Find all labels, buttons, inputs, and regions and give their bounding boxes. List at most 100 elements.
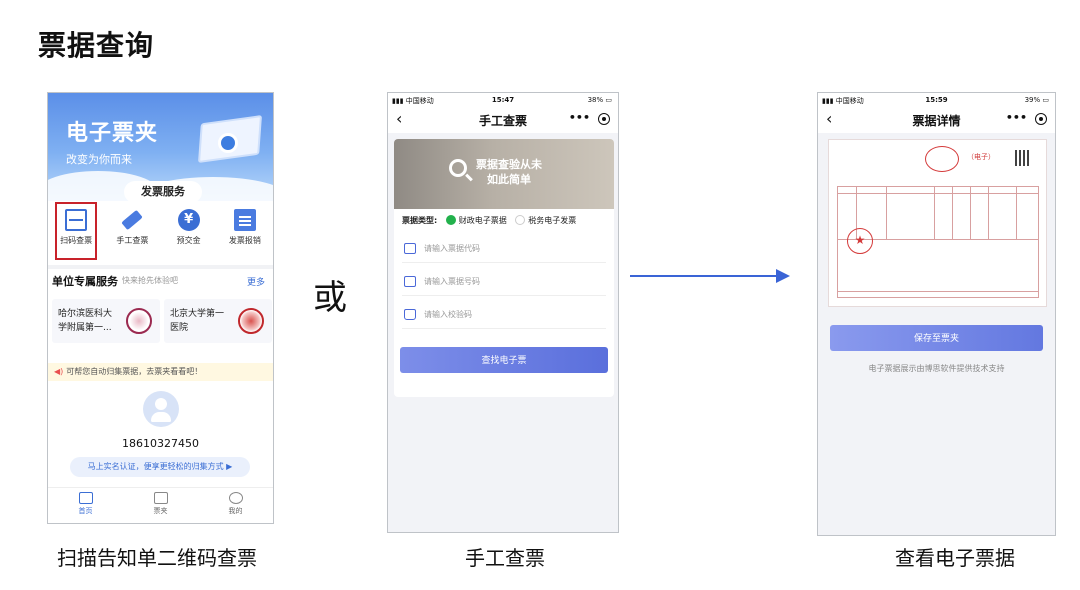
hero-text: 票据查验从未 如此简单	[476, 158, 542, 186]
more-link[interactable]: 更多	[246, 278, 265, 288]
qr-code-icon	[1015, 150, 1031, 166]
unit-name: 哈尔滨医科大学附属第一...	[58, 309, 113, 333]
hero-banner: 票据查验从未 如此简单	[394, 139, 614, 209]
invoice-table	[837, 186, 1039, 298]
unit-section-title: 单位专属服务	[52, 275, 118, 288]
status-bar: ▮▮▮ 中国移动 15:47 38% ▭	[388, 93, 618, 107]
close-target-icon[interactable]	[598, 113, 610, 125]
arrow-head-icon	[776, 269, 790, 283]
page-title: 票据查询	[38, 29, 155, 62]
tab-label: 首页	[78, 507, 93, 515]
table-line	[838, 193, 1038, 194]
phone-scan-screen: 电子票夹 改变为你而来 发票服务 扫码查票 手工查票 ¥ 预交金 发票报销 单位…	[47, 92, 274, 524]
notice-bar[interactable]: ◀)可帮您自动归集票据，去票夹看看吧！	[48, 363, 273, 381]
number-icon	[404, 276, 416, 287]
hospital-logo-icon	[126, 308, 152, 334]
section-title: 发票服务	[124, 181, 202, 203]
pen-icon	[121, 209, 144, 231]
phone-number: 18610327450	[122, 437, 199, 450]
unit-card[interactable]: 哈尔滨医科大学附属第一...	[52, 299, 160, 343]
tab-label: 我的	[228, 507, 243, 515]
document-icon	[233, 209, 256, 231]
highlight-box	[55, 202, 98, 260]
radio-checked-icon[interactable]	[445, 215, 456, 225]
battery: 39% ▭	[1024, 96, 1049, 104]
ticket-code-field[interactable]: 请输入票据代码	[402, 235, 606, 263]
realname-verify-button[interactable]: 马上实名认证，便享更轻松的归集方式 ▶	[70, 457, 250, 477]
type-option-fiscal[interactable]: 财政电子票据	[458, 216, 507, 225]
avatar[interactable]	[143, 391, 179, 427]
caption-scan: 扫描告知单二维码查票	[57, 546, 257, 570]
divider	[48, 265, 273, 269]
service-scan[interactable]: 扫码查票	[51, 202, 101, 263]
service-reimburse[interactable]: 发票报销	[220, 205, 270, 263]
nav-title: 手工查票	[478, 114, 527, 128]
table-line	[856, 187, 857, 239]
magnifier-icon	[449, 159, 467, 177]
tab-wallet[interactable]: 票夹	[141, 488, 181, 523]
tab-bar: 首页 票夹 我的	[48, 487, 273, 523]
scan-icon	[65, 209, 88, 231]
table-line	[838, 291, 1038, 292]
unit-name: 北京大学第一医院	[170, 309, 225, 333]
table-line	[886, 187, 887, 239]
caption-view: 查看电子票据	[895, 546, 1015, 570]
close-target-icon[interactable]	[1035, 113, 1047, 125]
status-time: 15:47	[491, 96, 515, 104]
banner-slogan: 改变为你而来	[66, 153, 132, 166]
caption-manual: 手工查票	[465, 546, 545, 570]
service-prepay[interactable]: ¥ 预交金	[164, 205, 214, 263]
wallet-icon	[153, 492, 168, 504]
tab-home[interactable]: 首页	[66, 488, 106, 523]
invoice-title: （电子）	[967, 153, 995, 161]
service-label: 预交金	[176, 236, 201, 245]
banner-title: 电子票夹	[66, 121, 159, 146]
service-label: 发票报销	[228, 236, 261, 245]
type-option-tax[interactable]: 税务电子发票	[528, 216, 577, 225]
tab-profile[interactable]: 我的	[216, 488, 256, 523]
service-manual[interactable]: 手工查票	[107, 205, 157, 263]
check-code-field[interactable]: 请输入校验码	[402, 301, 606, 329]
status-bar: ▮▮▮ 中国移动 15:59 39% ▭	[818, 93, 1055, 107]
query-card: 票据查验从未 如此简单 票据类型: 财政电子票据 税务电子发票 请输入票据代码 …	[394, 139, 614, 397]
search-ticket-button[interactable]: 查找电子票	[400, 347, 608, 373]
save-to-wallet-button[interactable]: 保存至票夹	[830, 325, 1043, 351]
battery: 38% ▭	[587, 96, 612, 104]
speaker-icon: ◀)	[54, 367, 64, 376]
nav-title: 票据详情	[912, 114, 961, 128]
code-icon	[404, 243, 416, 254]
lock-icon	[404, 309, 416, 320]
table-line	[1016, 187, 1017, 239]
ticket-number-field[interactable]: 请输入票据号码	[402, 268, 606, 296]
service-label: 扫码查票	[60, 236, 93, 245]
type-label: 票据类型:	[402, 216, 438, 225]
table-line	[970, 187, 971, 239]
hospital-logo-icon	[238, 308, 264, 334]
unit-card[interactable]: 北京大学第一医院	[164, 299, 272, 343]
stamp-illustration	[218, 133, 238, 153]
notice-text: 可帮您自动归集票据，去票夹看看吧！	[66, 367, 203, 376]
unit-section-subtitle: 快来抢先体验吧	[122, 276, 178, 285]
user-icon	[228, 492, 243, 504]
official-stamp-icon: ★	[847, 228, 873, 254]
more-dots-icon[interactable]: •••	[1005, 111, 1027, 124]
banner: 电子票夹 改变为你而来	[48, 93, 273, 201]
table-line	[934, 187, 935, 239]
table-line	[838, 239, 1038, 240]
invoice-image: （电子） ★	[828, 139, 1047, 307]
nav-bar: ‹ 票据详情 •••	[818, 107, 1055, 133]
back-icon[interactable]: ‹	[826, 109, 833, 128]
radio-unchecked-icon[interactable]	[515, 215, 526, 225]
home-icon	[78, 492, 93, 504]
service-grid: 扫码查票 手工查票 ¥ 预交金 发票报销	[48, 202, 273, 263]
table-line	[988, 187, 989, 239]
arrow-line	[630, 275, 778, 277]
more-dots-icon[interactable]: •••	[568, 111, 590, 124]
carrier: ▮▮▮ 中国移动	[822, 97, 864, 105]
tech-support-text: 电子票据展示由博思软件提供技术支持	[868, 364, 1005, 373]
tab-label: 票夹	[153, 507, 168, 515]
status-time: 15:59	[925, 96, 948, 104]
back-icon[interactable]: ‹	[396, 109, 403, 128]
phone-detail-screen: ▮▮▮ 中国移动 15:59 39% ▭ ‹ 票据详情 ••• （电子） ★ 保…	[817, 92, 1056, 536]
nav-bar: ‹ 手工查票 •••	[388, 107, 618, 133]
